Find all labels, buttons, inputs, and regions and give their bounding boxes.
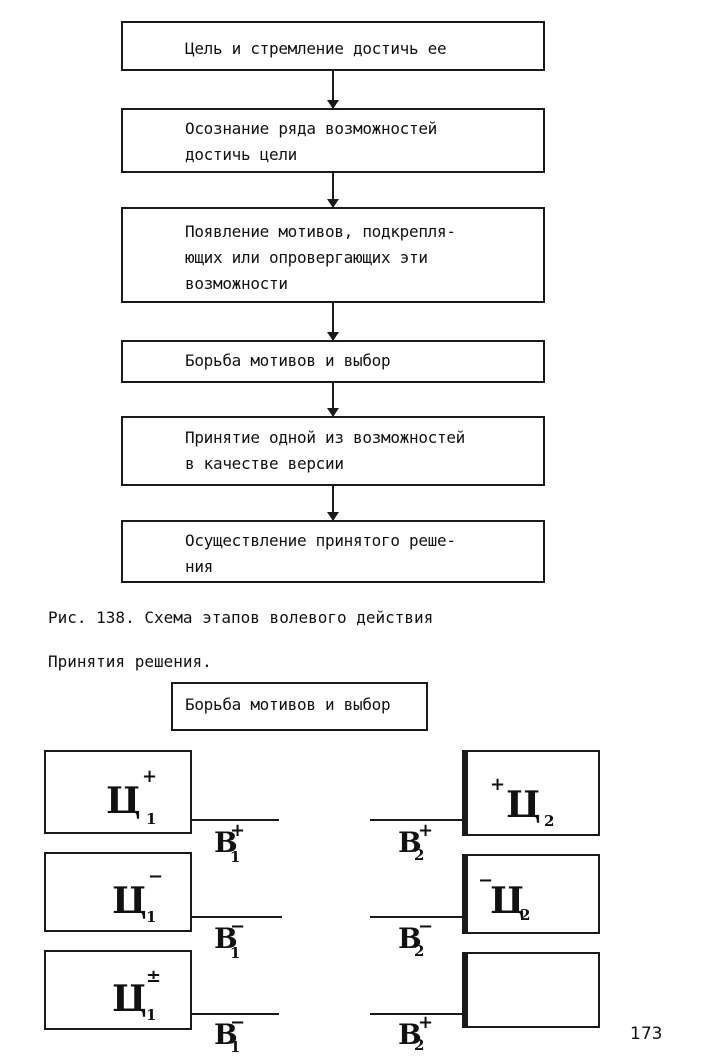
left-label-1-sub: 1 [230,848,241,866]
right-box-2-sub: 2 [520,906,531,924]
flow-step-5-text: Принятие одной из возможностей в качеств… [185,428,465,473]
right-label-1-letter: В [398,826,422,859]
left-line-3 [192,1013,279,1015]
left-box-3 [44,950,192,1030]
right-box-1 [462,750,600,836]
figure-caption: Рис. 138. Схема этапов волевого действия [48,608,434,627]
right-label-2: В − 2 [398,916,433,960]
left-line-2 [192,916,282,918]
right-label-1-sub: 2 [414,846,425,864]
left-label-2-sup: − [230,916,246,937]
flow-arrow-2 [327,173,339,208]
flow-arrow-3 [327,303,339,341]
left-box-1 [44,750,192,834]
right-label-3-letter: В [398,1018,422,1051]
flow-arrow-5 [327,486,339,521]
right-label-3: В + 2 [398,1012,433,1054]
left-label-3: В − 1 [214,1012,245,1056]
right-label-2-sup: − [418,916,434,937]
left-box-2-symbol: Ц − 1 [112,866,163,926]
flow-step-3-text: Появление мотивов, подкрепля- ющих или о… [185,222,456,293]
left-label-2-letter: В [214,922,238,955]
right-line-2 [370,916,462,918]
left-label-2: В − 1 [214,916,245,962]
flow-step-5 [121,416,545,486]
right-box-1-symbol: + Ц 2 [490,774,554,830]
section-title: Принятия решения. [48,652,212,671]
left-box-3-letter: Ц [112,978,147,1020]
flow-step-4-text: Борьба мотивов и выбор [185,351,391,370]
flow-step-6 [121,520,545,583]
right-label-2-letter: В [398,922,422,955]
flow-step-3 [121,207,545,303]
left-label-1-letter: В [214,826,238,859]
left-label-3-sub: 1 [230,1038,241,1056]
left-box-1-sup: + [142,766,158,787]
flow-step-2-text: Осознание ряда возможностей достичь цели [185,119,437,164]
left-box-2-letter: Ц [112,880,147,922]
left-box-2 [44,852,192,932]
right-box-1-letter: Ц [506,784,541,826]
flow-arrow-4 [327,383,339,417]
left-label-3-letter: В [214,1018,238,1051]
decision-top-box [171,682,428,731]
right-label-1: В + 2 [398,820,433,864]
left-label-1: В + 1 [214,820,245,866]
flow-step-2 [121,108,545,173]
left-line-1 [192,819,279,821]
flow-step-4 [121,340,545,383]
right-line-1 [370,819,462,821]
page-number: 173 [630,1024,663,1044]
left-box-1-sub: 1 [146,810,157,828]
right-box-2-letter: Ц [490,880,525,922]
right-box-1-sup: + [490,774,506,795]
right-box-2 [462,854,600,934]
flow-step-1 [121,21,545,71]
right-box-1-sub: 2 [544,812,555,830]
left-box-3-symbol: Ц ± 1 [112,966,161,1024]
right-label-1-sup: + [418,820,434,841]
left-box-3-sub: 1 [146,1006,157,1024]
left-label-1-sup: + [230,820,246,841]
left-label-2-sub: 1 [230,944,241,962]
flow-step-6-text: Осуществление принятого реше- ния [185,531,456,576]
left-box-2-sub: 1 [146,908,157,926]
left-box-1-symbol: Ц + 1 [106,766,157,828]
right-box-2-sup: − [478,870,494,891]
flow-arrow-1 [327,71,339,109]
decision-top-box-text: Борьба мотивов и выбор [185,695,391,714]
left-box-3-sup: ± [146,966,162,987]
right-label-3-sub: 2 [414,1036,425,1054]
right-label-2-sub: 2 [414,942,425,960]
right-box-3 [462,952,600,1028]
flow-step-1-text: Цель и стремление достичь ее [185,39,447,58]
left-box-2-sup: − [148,866,164,887]
right-box-2-symbol: − Ц 2 [478,870,530,924]
left-box-1-letter: Ц [106,780,141,822]
right-line-3 [370,1013,462,1015]
left-label-3-sup: − [230,1012,246,1033]
right-label-3-sup: + [418,1012,434,1033]
